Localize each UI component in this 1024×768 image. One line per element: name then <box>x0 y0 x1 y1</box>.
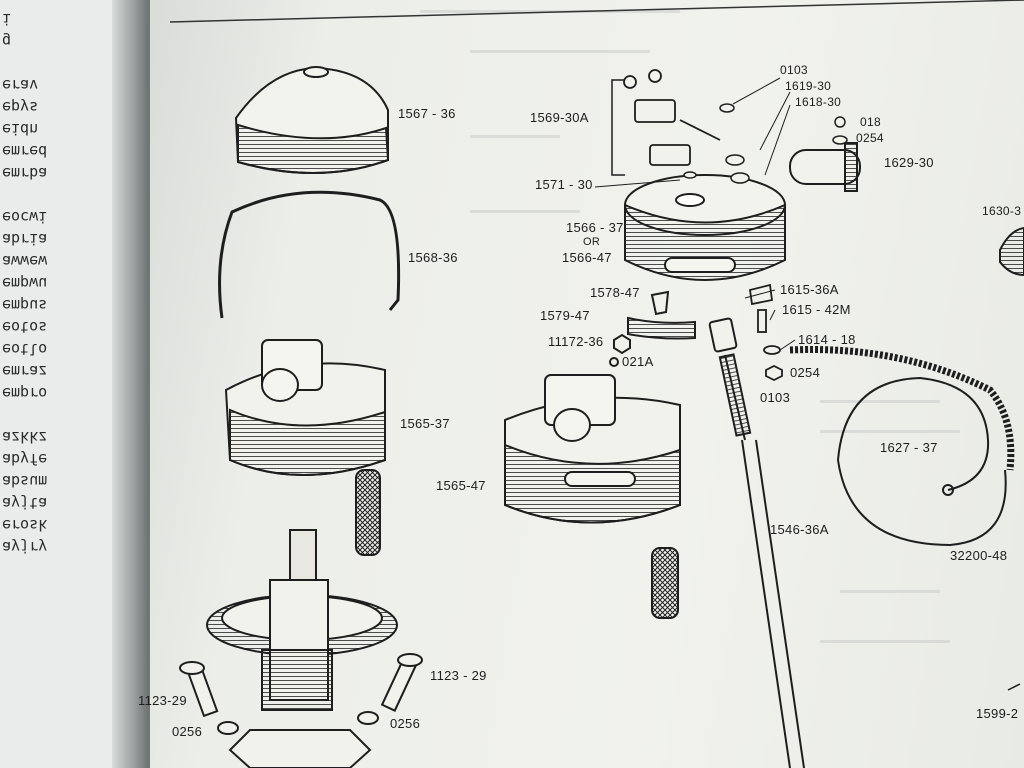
callout-1630-3: 1630-3 <box>982 204 1022 218</box>
callout-1618-30: 1618-30 <box>795 95 842 109</box>
distributor-base-shaft <box>206 529 398 768</box>
callout-0254-top: 0254 <box>856 131 884 145</box>
distributor-body-1565-37 <box>224 339 386 556</box>
point-set-group-bracket <box>611 79 625 176</box>
distributor-body-1565-47 <box>504 374 681 619</box>
shaft-1546-36A <box>708 317 805 768</box>
callout-0103-bottom: 0103 <box>760 390 791 405</box>
callout-11172-36: 11172-36 <box>548 334 604 349</box>
callout-1619-30: 1619-30 <box>785 79 832 93</box>
callout-1123-29-left: 1123-29 <box>138 693 187 708</box>
spring-clip-1568-36 <box>218 190 401 319</box>
small-hardware-0103-018-0254 <box>683 103 848 184</box>
callout-021A: 021A <box>622 354 654 369</box>
wire-1627-37 <box>789 346 1015 547</box>
callout-1567-36: 1567 - 36 <box>398 106 456 121</box>
callout-1565-37: 1565-37 <box>400 416 450 431</box>
part-1630-partial <box>999 226 1024 277</box>
callout-018: 018 <box>860 115 881 129</box>
callout-1566-37: 1566 - 37 <box>566 220 624 235</box>
breaker-plate-1566 <box>624 174 786 281</box>
point-set-1569-30A <box>623 69 721 166</box>
callout-1566-47: 1566-47 <box>562 250 612 265</box>
callout-0254-bottom: 0254 <box>790 365 821 380</box>
callout-1565-47: 1565-47 <box>436 478 486 493</box>
callout-1571-30: 1571 - 30 <box>535 177 593 192</box>
callout-1599-2: 1599-2 <box>976 706 1019 721</box>
callout-1579-47: 1579-47 <box>540 308 590 323</box>
screw-1123-29-right <box>380 653 423 712</box>
parts-1615 <box>748 283 783 382</box>
callout-or: OR <box>583 236 601 248</box>
parts-1578-1579-11172 <box>609 290 696 367</box>
callout-1614-18: 1614 - 18 <box>798 332 856 347</box>
distributor-cap-1567-36 <box>234 66 390 175</box>
condenser-1629-30 <box>789 142 861 192</box>
callout-1627-37: 1627 - 37 <box>880 440 938 455</box>
washer-0256-right <box>357 711 379 725</box>
callout-0103-top: 0103 <box>780 63 808 77</box>
callout-0256-right: 0256 <box>390 716 421 731</box>
callout-1629-30: 1629-30 <box>884 155 934 170</box>
callout-1615-42M: 1615 - 42M <box>782 302 851 317</box>
callout-1546-36A: 1546-36A <box>770 522 829 537</box>
callout-1615-36A: 1615-36A <box>780 282 839 297</box>
part-1599-partial <box>1007 683 1021 691</box>
screw-1123-29-left <box>179 661 219 718</box>
callout-1578-47: 1578-47 <box>590 285 640 300</box>
callout-1568-36: 1568-36 <box>408 250 458 265</box>
leader-lines <box>594 77 796 351</box>
callout-32200-48: 32200-48 <box>950 548 1008 563</box>
callout-1123-29-right: 1123 - 29 <box>430 668 487 683</box>
washer-0256-left <box>217 721 239 735</box>
callout-0256-left: 0256 <box>172 724 203 739</box>
callout-1569-30A: 1569-30A <box>530 110 589 125</box>
